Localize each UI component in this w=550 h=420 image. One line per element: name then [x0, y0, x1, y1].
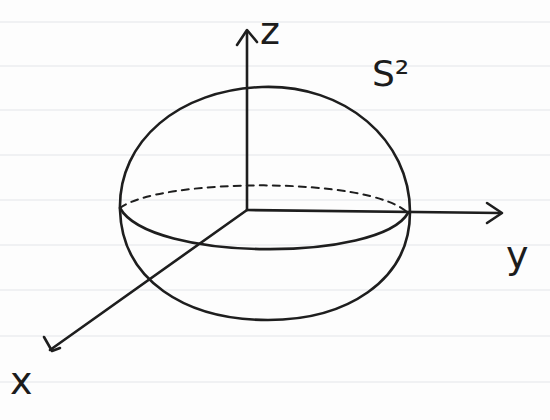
z-arrowhead [237, 30, 257, 45]
z-axis [246, 32, 249, 210]
notebook-lines [0, 22, 550, 382]
x-axis [50, 210, 247, 350]
equator-front [120, 208, 408, 249]
axis-label: y [506, 236, 529, 274]
axis-label: x [10, 362, 33, 400]
y-axis [247, 210, 500, 213]
sphere-label: S² [372, 56, 409, 92]
axis-label: z [260, 12, 280, 50]
x-axis-tick [44, 337, 60, 351]
y-arrowhead [487, 203, 502, 223]
equator-back [120, 185, 408, 213]
sphere-outline [120, 87, 410, 320]
